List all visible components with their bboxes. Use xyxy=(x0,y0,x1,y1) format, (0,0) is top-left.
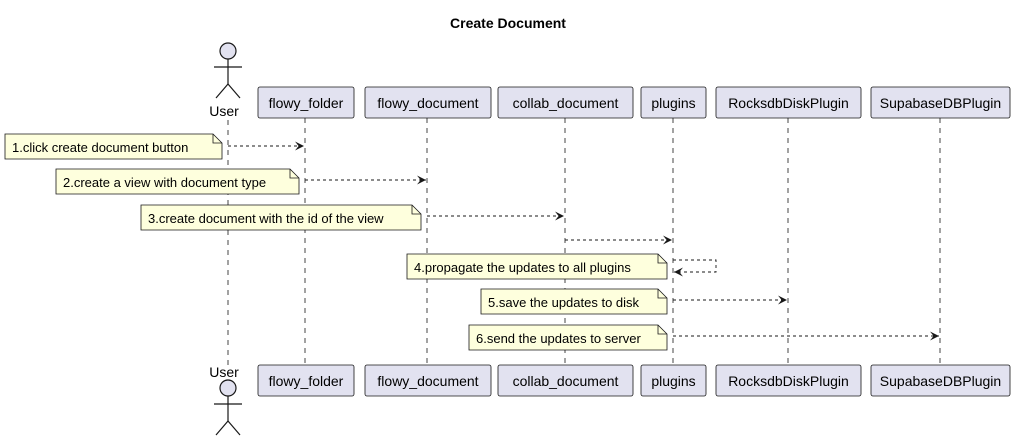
participant-label-flowy-folder: flowy_folder xyxy=(269,373,344,389)
notes xyxy=(4,133,668,351)
participant-label-flowy-folder: flowy_folder xyxy=(269,95,344,111)
participant-box-collab-document xyxy=(497,86,634,119)
participant-label-plugins: plugins xyxy=(651,373,695,389)
note-text-6: 6.send the updates to server xyxy=(476,331,641,346)
participant-box-plugins xyxy=(640,86,707,119)
participant-box-supabase-db-plugin xyxy=(870,86,1011,119)
note-text-4: 4.propagate the updates to all plugins xyxy=(414,260,631,275)
message-arrow-self xyxy=(673,259,717,277)
messages xyxy=(228,141,939,341)
participant-label-collab-document: collab_document xyxy=(513,95,619,111)
participant-box-collab-document xyxy=(497,364,634,397)
participant-labels-top: flowy_folder flowy_document collab_docum… xyxy=(269,95,1002,111)
actor-user-bottom xyxy=(214,379,242,436)
participant-box-plugins xyxy=(640,364,707,397)
participant-box-rocksdb-disk-plugin xyxy=(715,86,862,119)
participant-label-supabase-db-plugin: SupabaseDBPlugin xyxy=(880,95,1001,111)
participant-box-flowy-folder xyxy=(257,86,355,119)
participant-box-supabase-db-plugin xyxy=(870,364,1011,397)
diagram-title: Create Document xyxy=(450,15,566,31)
participant-box-rocksdb-disk-plugin xyxy=(715,364,862,397)
participant-label-flowy-document: flowy_document xyxy=(377,95,478,111)
actor-label-top: User xyxy=(209,103,239,119)
participant-label-rocksdb-disk-plugin: RocksdbDiskPlugin xyxy=(728,95,849,111)
participants-top xyxy=(257,86,1011,119)
participant-box-flowy-folder xyxy=(257,364,355,397)
note-box-4 xyxy=(406,253,668,280)
note-text-5: 5.save the updates to disk xyxy=(488,295,640,310)
note-folds xyxy=(212,134,667,335)
participant-label-collab-document: collab_document xyxy=(513,373,619,389)
participant-label-plugins: plugins xyxy=(651,95,695,111)
participant-box-flowy-document xyxy=(364,86,492,119)
actor-user-top xyxy=(214,42,242,99)
note-text-2: 2.create a view with document type xyxy=(63,175,266,190)
participant-label-rocksdb-disk-plugin: RocksdbDiskPlugin xyxy=(728,373,849,389)
participants-bottom xyxy=(257,364,1011,397)
note-box-5 xyxy=(480,288,668,315)
note-texts: 1.click create document button 2.create … xyxy=(12,140,641,346)
lifelines xyxy=(227,118,941,366)
participant-label-supabase-db-plugin: SupabaseDBPlugin xyxy=(880,373,1001,389)
actor-head xyxy=(219,42,237,60)
note-box-6 xyxy=(468,324,668,351)
note-text-3: 3.create document with the id of the vie… xyxy=(148,211,384,226)
participant-labels-bottom: flowy_folder flowy_document collab_docum… xyxy=(269,373,1002,389)
note-box-2 xyxy=(55,168,300,195)
note-box-3 xyxy=(140,204,422,231)
participant-box-flowy-document xyxy=(364,364,492,397)
note-box-1 xyxy=(4,133,223,160)
participant-label-flowy-document: flowy_document xyxy=(377,373,478,389)
actor-label-bottom: User xyxy=(209,364,239,380)
note-text-1: 1.click create document button xyxy=(12,140,188,155)
actor-head xyxy=(219,379,237,397)
